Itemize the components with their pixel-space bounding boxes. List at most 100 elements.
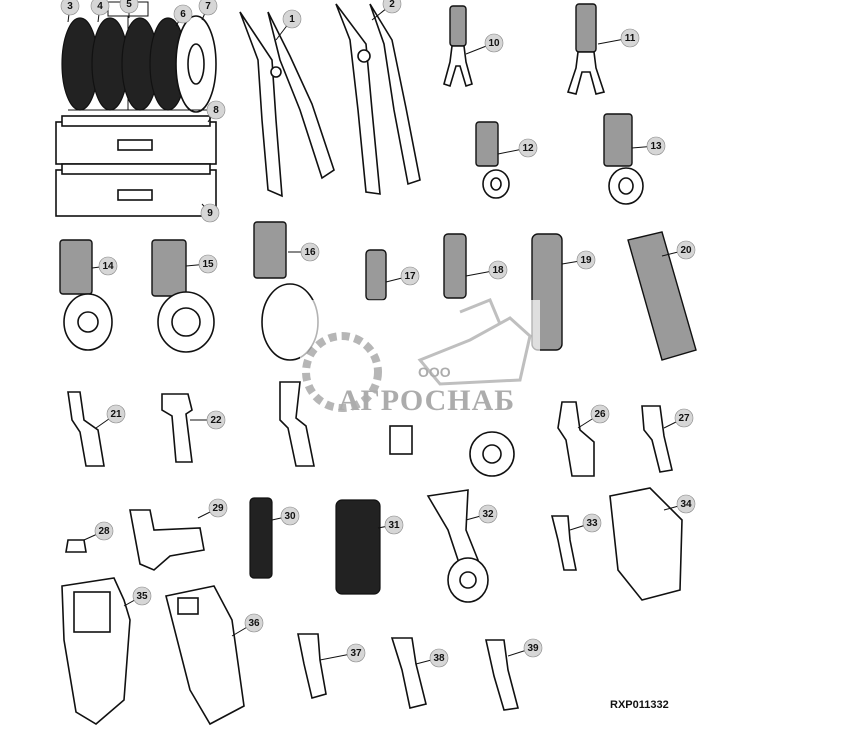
callout-number: 33 bbox=[586, 518, 598, 529]
callout-39: 39 bbox=[507, 638, 543, 658]
callout-36: 36 bbox=[231, 613, 264, 637]
callout-16: 16 bbox=[288, 242, 320, 262]
callout-bubble bbox=[400, 266, 420, 286]
storage-case-top bbox=[55, 115, 217, 165]
callout-7: 7 bbox=[198, 0, 218, 21]
crimping-pliers bbox=[239, 11, 335, 198]
callout-bubble bbox=[208, 498, 228, 518]
callout-bubble bbox=[346, 643, 366, 663]
callout-number: 15 bbox=[202, 259, 214, 270]
heat-shrink-sleeve-20 bbox=[627, 231, 697, 361]
callout-number: 32 bbox=[482, 509, 494, 520]
connector-housing-35 bbox=[61, 577, 131, 725]
callout-bubble bbox=[106, 404, 126, 424]
female-terminal-26 bbox=[557, 401, 595, 477]
spade-terminal-11 bbox=[566, 3, 606, 95]
callout-number: 34 bbox=[680, 499, 692, 510]
callout-5: 5 bbox=[119, 0, 139, 18]
callout-20: 20 bbox=[661, 240, 696, 260]
callout-number: 35 bbox=[136, 591, 148, 602]
callout-number: 16 bbox=[304, 247, 316, 258]
callout-number: 20 bbox=[680, 245, 692, 256]
ring-terminal-13 bbox=[603, 113, 644, 205]
callout-bubble bbox=[384, 515, 404, 535]
callout-12: 12 bbox=[497, 138, 538, 158]
callout-number: 38 bbox=[433, 653, 445, 664]
callout-bubble bbox=[282, 9, 302, 29]
callout-number: 11 bbox=[625, 33, 636, 44]
callout-33: 33 bbox=[569, 513, 602, 533]
callout-bubble bbox=[582, 513, 602, 533]
callout-bubble bbox=[98, 256, 118, 276]
callout-number: 17 bbox=[404, 271, 416, 282]
callout-bubble bbox=[576, 250, 596, 270]
callout-29: 29 bbox=[197, 498, 228, 519]
callout-bubble bbox=[206, 410, 226, 430]
female-terminal-38 bbox=[390, 637, 427, 709]
female-terminal-39 bbox=[485, 639, 520, 711]
callout-22: 22 bbox=[190, 410, 226, 430]
callout-bubble bbox=[198, 0, 218, 16]
callout-11: 11 bbox=[597, 28, 640, 48]
female-terminal-21 bbox=[67, 391, 105, 467]
callout-21: 21 bbox=[95, 404, 126, 429]
callout-35: 35 bbox=[123, 586, 152, 607]
callout-number: 7 bbox=[205, 1, 211, 12]
callout-1: 1 bbox=[275, 9, 302, 41]
callout-bubble bbox=[590, 404, 610, 424]
callout-number: 39 bbox=[527, 643, 539, 654]
callout-bubble bbox=[518, 138, 538, 158]
callout-number: 8 bbox=[213, 105, 219, 116]
wire-reel-stand bbox=[61, 1, 217, 113]
callout-number: 3 bbox=[67, 1, 73, 12]
callout-31: 31 bbox=[377, 515, 404, 535]
callout-bubble bbox=[198, 254, 218, 274]
callout-number: 4 bbox=[97, 1, 103, 12]
callout-number: 14 bbox=[102, 261, 114, 272]
callout-32: 32 bbox=[465, 504, 498, 524]
callout-bubble bbox=[280, 506, 300, 526]
callout-number: 28 bbox=[98, 526, 110, 537]
callout-bubble bbox=[200, 203, 220, 223]
callout-number: 2 bbox=[389, 0, 395, 10]
callout-6: 6 bbox=[173, 4, 193, 27]
callout-bubble bbox=[646, 136, 666, 156]
female-terminal-37 bbox=[297, 633, 327, 699]
ring-terminal-12 bbox=[475, 121, 510, 199]
insulating-sleeve-30 bbox=[249, 497, 273, 579]
callout-8: 8 bbox=[206, 100, 226, 123]
insulated-ring-terminal-32 bbox=[426, 489, 489, 603]
grommet-28 bbox=[65, 539, 87, 553]
callout-bubble bbox=[244, 613, 264, 633]
callout-3: 3 bbox=[60, 0, 80, 23]
callout-number: 31 bbox=[388, 520, 400, 531]
callout-10: 10 bbox=[465, 33, 504, 55]
callout-number: 18 bbox=[492, 265, 504, 276]
ring-terminal-25b bbox=[469, 431, 515, 477]
flag-terminal-25 bbox=[389, 425, 413, 455]
bullet-terminal-29 bbox=[129, 509, 205, 571]
callout-2: 2 bbox=[371, 0, 402, 21]
watermark-prefix: ООО bbox=[418, 364, 451, 380]
callout-bubble bbox=[300, 242, 320, 262]
callout-bubble bbox=[523, 638, 543, 658]
callout-18: 18 bbox=[465, 260, 508, 280]
callout-number: 36 bbox=[248, 618, 260, 629]
storage-case-bottom bbox=[55, 163, 217, 217]
callout-bubble bbox=[676, 240, 696, 260]
callout-13: 13 bbox=[631, 136, 666, 156]
callout-number: 30 bbox=[284, 511, 296, 522]
callout-bubble bbox=[60, 0, 80, 16]
wire-crimper-tool bbox=[335, 3, 421, 195]
callout-26: 26 bbox=[577, 404, 610, 429]
watermark-company-name: АГРОСНАБ bbox=[338, 384, 515, 417]
callout-number: 22 bbox=[210, 415, 222, 426]
callout-number: 26 bbox=[594, 409, 606, 420]
callout-9: 9 bbox=[200, 203, 220, 223]
spade-terminal-10 bbox=[443, 5, 473, 88]
callout-number: 37 bbox=[350, 648, 362, 659]
butt-connector-18 bbox=[443, 233, 467, 299]
callout-bubble bbox=[119, 0, 139, 14]
callout-bubble bbox=[484, 33, 504, 53]
